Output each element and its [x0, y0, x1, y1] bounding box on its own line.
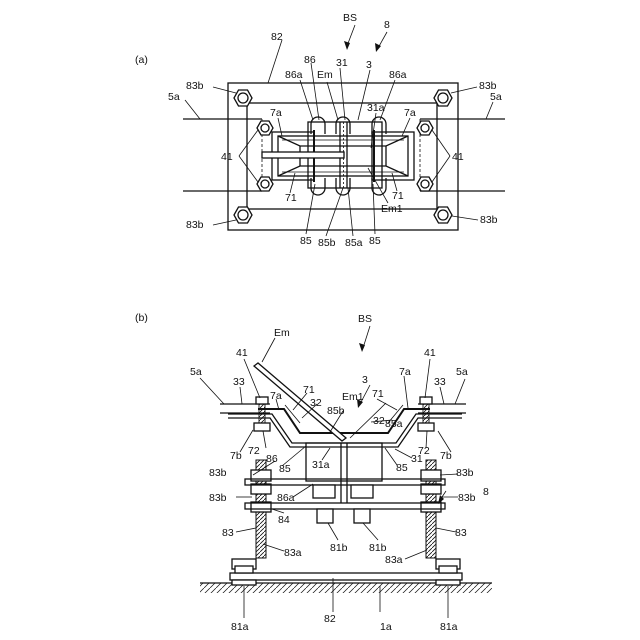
- label-a-83b-br: 83b: [480, 214, 498, 226]
- label-b-85b: 85b: [327, 405, 345, 417]
- label-a-86: 86: [304, 54, 316, 66]
- label-b-83a-left: 83a: [284, 547, 302, 559]
- label-a-31: 31: [336, 57, 348, 69]
- anchor-nuts-81a: [232, 559, 460, 585]
- label-b-81a-right: 81a: [440, 621, 458, 633]
- label-b-83b-right-1: 83b: [456, 467, 474, 479]
- label-b-83b-left-2: 83b: [209, 492, 227, 504]
- label-a-85-right: 85: [369, 235, 381, 247]
- label-b-bs: BS: [358, 313, 372, 325]
- label-b-33-left: 33: [233, 376, 245, 388]
- label-b-72-left: 72: [248, 445, 260, 457]
- label-b-85-left: 85: [279, 463, 291, 475]
- label-a-3: 3: [366, 59, 372, 71]
- label-b-83-right: 83: [455, 527, 467, 539]
- label-b-em: Em: [274, 327, 290, 339]
- label-a-41-right: 41: [452, 151, 464, 163]
- nuts-81b: [313, 485, 373, 523]
- label-a-7a-left: 7a: [270, 107, 282, 119]
- label-a-em: Em: [317, 69, 333, 81]
- label-a-31a: 31a: [367, 102, 385, 114]
- label-b-71-right: 71: [372, 388, 384, 400]
- label-b-81b-right: 81b: [369, 542, 387, 554]
- label-a-85a: 85a: [345, 237, 363, 249]
- label-b-7b-left: 7b: [230, 450, 242, 462]
- label-b-5a-left: 5a: [190, 366, 202, 378]
- label-b-82: 82: [324, 613, 336, 625]
- label-a-7a-right: 7a: [404, 107, 416, 119]
- label-a-5a-left: 5a: [168, 91, 180, 103]
- panel-a-plan-view: (a): [135, 12, 505, 249]
- label-b-85-right: 85: [396, 462, 408, 474]
- label-a-82: 82: [271, 31, 283, 43]
- label-b-33-right: 33: [434, 376, 446, 388]
- label-b-81a-left: 81a: [231, 621, 249, 633]
- plate-86-b: [245, 479, 445, 485]
- label-a-71-left: 71: [285, 192, 297, 204]
- label-a-71-right: 71: [392, 190, 404, 202]
- panel-b-label: (b): [135, 312, 148, 324]
- label-b-7a-right: 7a: [399, 366, 411, 378]
- label-b-7a-left: 7a: [270, 390, 282, 402]
- label-b-84: 84: [278, 514, 290, 526]
- label-b-83-left: 83: [222, 527, 234, 539]
- label-b-83b-right-2: 83b: [458, 492, 476, 504]
- member-em: [262, 152, 344, 158]
- label-b-3: 3: [362, 374, 368, 386]
- base-plate-82-b: [230, 573, 462, 580]
- label-a-85b: 85b: [318, 237, 336, 249]
- label-a-83b-bl: 83b: [186, 219, 204, 231]
- label-b-86: 86: [266, 453, 278, 465]
- label-a-em1: Em1: [381, 203, 403, 215]
- label-a-8: 8: [384, 19, 390, 31]
- label-b-85a: 85a: [385, 418, 403, 430]
- label-a-86a-left: 86a: [285, 69, 303, 81]
- label-a-83b-tl: 83b: [186, 80, 204, 92]
- label-b-1a: 1a: [380, 621, 392, 633]
- label-a-bs: BS: [343, 12, 357, 24]
- label-b-81b-left: 81b: [330, 542, 348, 554]
- label-b-86a: 86a: [277, 492, 295, 504]
- plate-84-b: [245, 503, 445, 509]
- label-a-5a-right: 5a: [490, 91, 502, 103]
- label-b-7b-right: 7b: [440, 450, 452, 462]
- label-b-32-right: 32: [373, 415, 385, 427]
- label-b-8: 8: [483, 486, 489, 498]
- label-b-em1: Em1: [342, 391, 364, 403]
- label-b-71-left: 71: [303, 384, 315, 396]
- label-a-86a-right: 86a: [389, 69, 407, 81]
- label-a-41-left: 41: [221, 151, 233, 163]
- panel-b-elevation-view: (b): [135, 312, 492, 633]
- label-a-85-left: 85: [300, 235, 312, 247]
- panel-a-label: (a): [135, 54, 148, 66]
- label-b-83a-right: 83a: [385, 554, 403, 566]
- label-b-5a-right: 5a: [456, 366, 468, 378]
- label-b-32-left: 32: [310, 397, 322, 409]
- label-b-31a: 31a: [312, 459, 330, 471]
- label-b-83b-left-1: 83b: [209, 467, 227, 479]
- label-b-31: 31: [411, 453, 423, 465]
- label-b-41-right: 41: [424, 347, 436, 359]
- label-b-41-left: 41: [236, 347, 248, 359]
